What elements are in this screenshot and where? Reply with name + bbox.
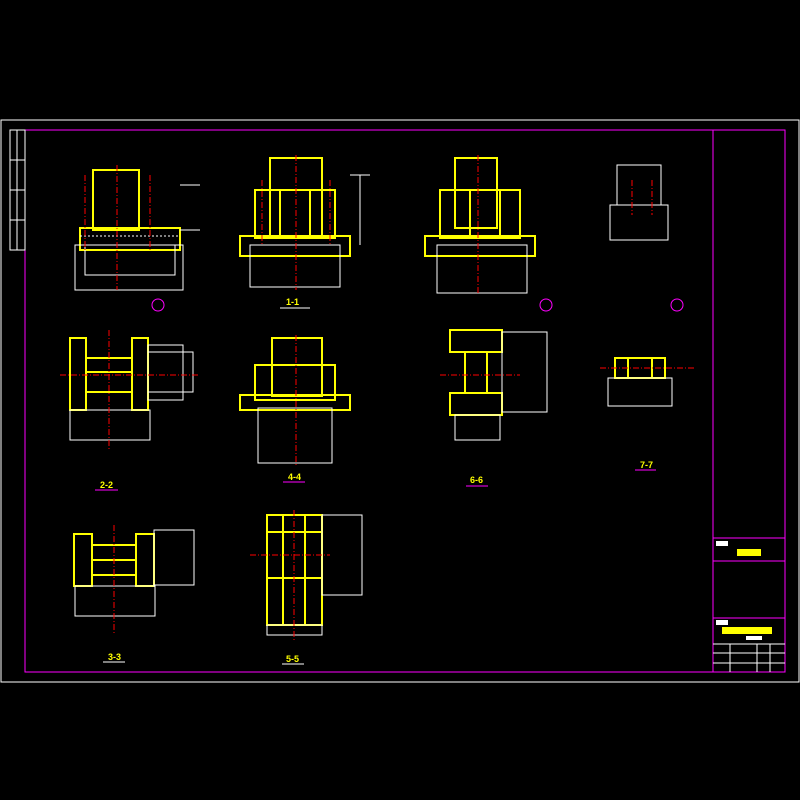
title-block bbox=[712, 130, 785, 672]
detail-view-1-1: 1-1 bbox=[239, 155, 370, 309]
detail-view-c bbox=[609, 164, 684, 312]
detail-view-4-4: 4-4 bbox=[239, 335, 351, 483]
section-label-4-4: 4-4 bbox=[288, 472, 301, 482]
detail-view-3-3: 3-3 bbox=[73, 525, 195, 663]
section-label-1-1: 1-1 bbox=[286, 297, 299, 307]
section-label-6-6: 6-6 bbox=[470, 475, 483, 485]
detail-view-a bbox=[74, 165, 200, 312]
section-label-7-7: 7-7 bbox=[640, 460, 653, 470]
section-label-5-5: 5-5 bbox=[286, 654, 299, 664]
left-signature-strip bbox=[9, 129, 26, 251]
drawing-frame bbox=[24, 129, 786, 673]
sheet-border bbox=[0, 119, 800, 683]
section-label-3-3: 3-3 bbox=[108, 652, 121, 662]
detail-view-5-5: 5-5 bbox=[250, 510, 363, 665]
detail-view-2-2: 2-2 bbox=[60, 330, 200, 491]
section-label-2-2: 2-2 bbox=[100, 480, 113, 490]
detail-view-7-7: 7-7 bbox=[600, 357, 695, 471]
detail-view-b bbox=[424, 155, 553, 312]
detail-view-6-6: 6-6 bbox=[440, 329, 548, 487]
